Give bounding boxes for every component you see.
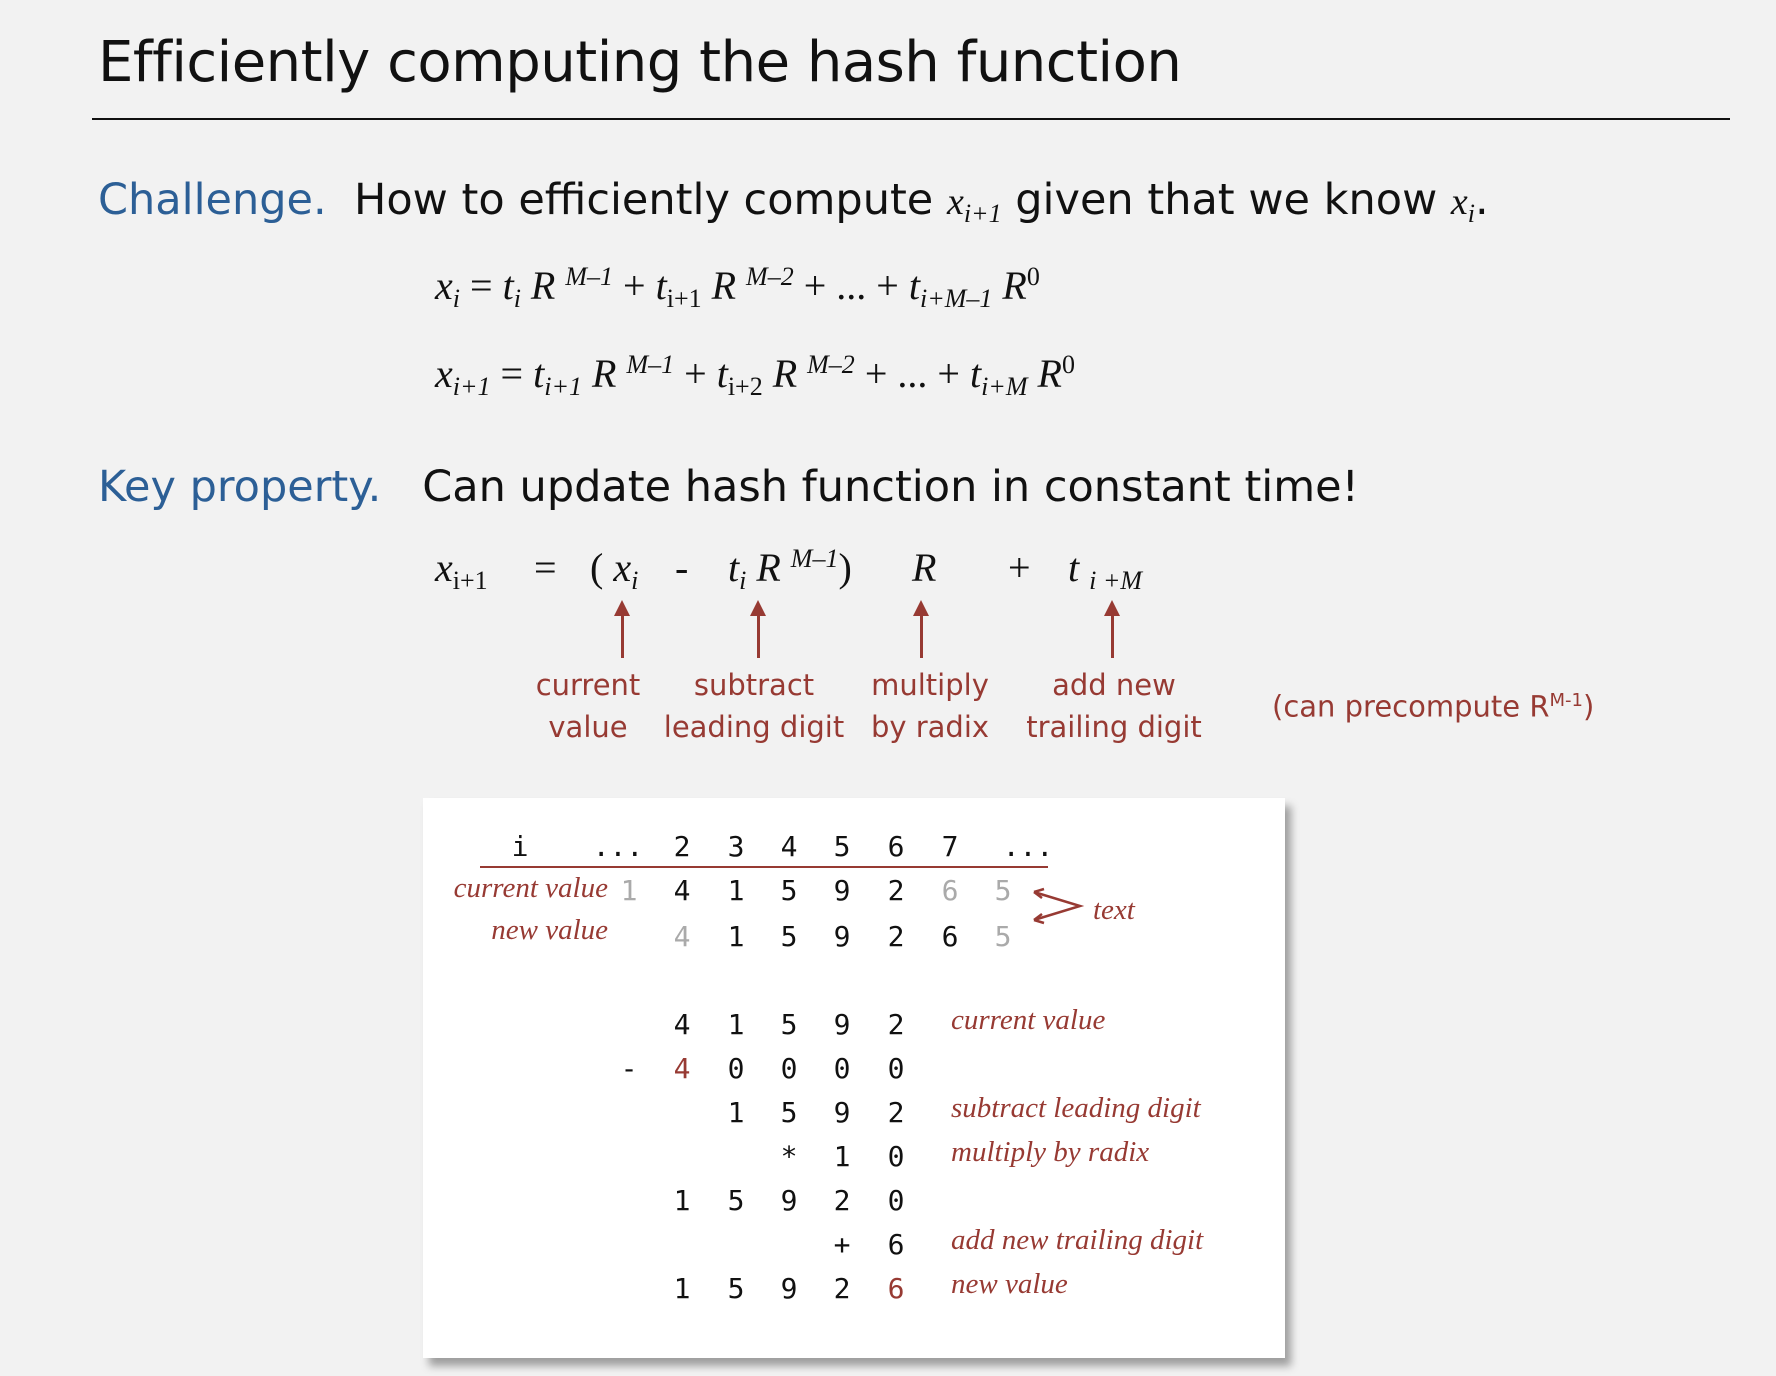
- current-value-label: current value: [453, 872, 608, 904]
- challenge-label: Challenge.: [98, 175, 327, 225]
- update-open-xi: ( xi: [590, 545, 639, 595]
- text-bracket-icon: [1033, 887, 1085, 925]
- equation-xi-plus-1: xi+1 = ti+1 R M–1 + ti+2 R M–2 + ... + t…: [435, 350, 1075, 401]
- new-value-label: new value: [491, 914, 608, 946]
- update-equation: xi+1: [435, 545, 488, 595]
- new-value-row: 4 1 5 9 2 6 5: [673, 920, 1012, 953]
- calc-note: subtract leading digit: [951, 1092, 1201, 1124]
- calc-row: 4 1 5 9 2: [673, 1008, 905, 1041]
- calc-note: add new trailing digit: [951, 1224, 1204, 1256]
- challenge-text-before: How to efficiently compute: [354, 175, 934, 225]
- page-title: Efficiently computing the hash function: [98, 30, 1182, 95]
- update-minus: -: [675, 545, 689, 590]
- title-divider: [92, 118, 1730, 120]
- key-property-label: Key property.: [98, 462, 382, 512]
- calc-row: * 1 0: [780, 1140, 905, 1173]
- text-label: text: [1093, 894, 1135, 926]
- arrow-up-icon: [913, 600, 929, 658]
- update-ti-r: ti R M–1): [728, 544, 852, 595]
- arrow-up-icon: [750, 600, 766, 658]
- challenge-line: Challenge. How to efficiently compute xi…: [98, 175, 1489, 229]
- calc-note: multiply by radix: [951, 1136, 1150, 1168]
- current-value-row: 1 4 1 5 9 2 6 5: [620, 874, 1012, 907]
- calc-row: 1 5 9 2 6: [673, 1272, 905, 1305]
- update-tnew: t i +M: [1068, 545, 1143, 595]
- arrow-up-icon: [1104, 600, 1120, 658]
- key-property-line: Key property. Can update hash function i…: [98, 462, 1359, 512]
- calc-row: - 4 0 0 0 0: [620, 1052, 905, 1085]
- challenge-period: .: [1475, 175, 1489, 225]
- header-underline: [480, 866, 1048, 868]
- key-property-text: Can update hash function in constant tim…: [422, 462, 1359, 512]
- challenge-var1: xi+1: [946, 181, 1002, 228]
- calc-row: 1 5 9 2: [727, 1096, 905, 1129]
- equation-xi: xi = ti R M–1 + ti+1 R M–2 + ... + ti+M–…: [435, 262, 1040, 313]
- calc-note: new value: [951, 1268, 1068, 1300]
- challenge-text-mid: given that we know: [1015, 175, 1438, 225]
- calc-row: + 6: [833, 1228, 905, 1261]
- update-eq-sign: =: [534, 545, 557, 590]
- arrow-up-icon: [614, 600, 630, 658]
- update-plus: +: [1008, 545, 1031, 590]
- calc-note: current value: [951, 1004, 1106, 1036]
- example-panel: [423, 798, 1285, 1358]
- precompute-note: (can precompute RM-1): [1272, 689, 1595, 724]
- challenge-var2: xi: [1450, 181, 1476, 228]
- calc-row: 1 5 9 2 0: [673, 1184, 905, 1217]
- update-radix: R: [912, 545, 937, 590]
- index-header-row: i ... 2 3 4 5 6 7 ...: [511, 830, 1054, 863]
